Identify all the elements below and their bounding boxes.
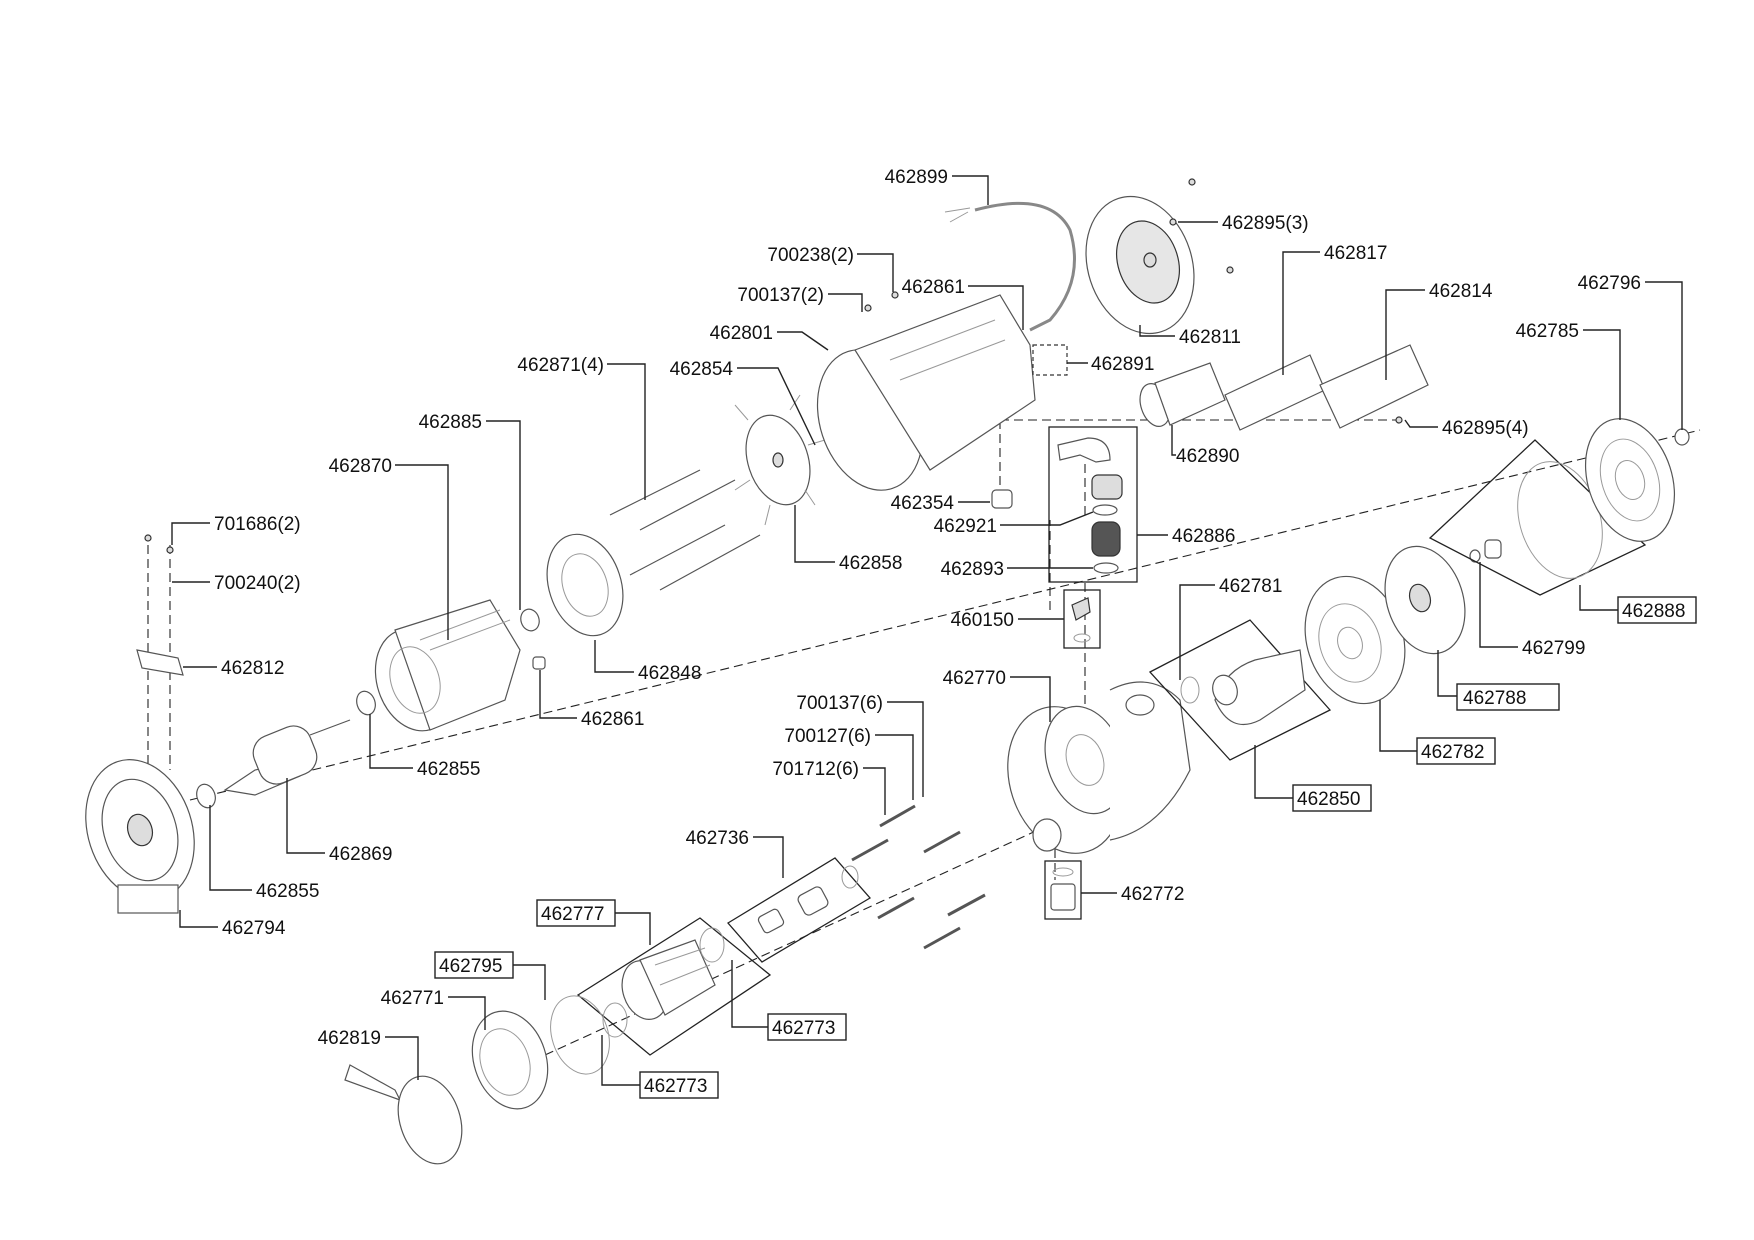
- oring-462885-part: [520, 608, 540, 632]
- part-labels: 462899 462895(3) 700238(2) 462817 462861…: [214, 167, 1685, 1097]
- label-462890: 462890: [1176, 446, 1239, 467]
- label-462773-a: 462773: [772, 1018, 835, 1039]
- label-462812: 462812: [221, 658, 284, 679]
- tie-rods-part: [609, 469, 761, 591]
- filter-cover-part: [471, 1010, 549, 1110]
- label-462895-3: 462895(3): [1222, 213, 1309, 234]
- label-462855-b: 462855: [256, 881, 319, 902]
- label-460150: 460150: [951, 610, 1014, 631]
- label-462773-b: 462773: [644, 1076, 707, 1097]
- label-462811: 462811: [1179, 327, 1241, 348]
- label-462801: 462801: [710, 323, 773, 344]
- label-462848: 462848: [638, 663, 701, 684]
- label-700240-2: 700240(2): [214, 573, 301, 594]
- oring-462773-b-part: [602, 1002, 628, 1038]
- oring-462781-part: [1180, 676, 1200, 704]
- group-box-462777: [576, 917, 772, 1056]
- plate-462817-part: [1224, 354, 1326, 431]
- label-462858: 462858: [839, 553, 902, 574]
- capacitor-part: [1139, 362, 1226, 427]
- label-462861-mid: 462861: [581, 709, 644, 730]
- group-box-462888: [1428, 439, 1647, 596]
- label-462777: 462777: [541, 904, 604, 925]
- label-462893: 462893: [941, 559, 1004, 580]
- rotor-part: [223, 719, 351, 796]
- stator-part: [374, 599, 521, 732]
- label-462921: 462921: [934, 516, 997, 537]
- end-shield-part: [546, 533, 624, 637]
- wrench-part: [344, 1064, 463, 1165]
- bushing-462861-part: [532, 656, 546, 670]
- label-701712-6: 701712(6): [772, 759, 859, 780]
- label-462888: 462888: [1622, 601, 1685, 622]
- label-462785: 462785: [1516, 321, 1579, 342]
- leader-lines: [171, 175, 1683, 1086]
- label-700137-6: 700137(6): [796, 693, 883, 714]
- label-462817: 462817: [1324, 243, 1387, 264]
- bolts-part: [851, 804, 986, 950]
- part-drawings: [85, 178, 1690, 1165]
- label-462885: 462885: [419, 412, 482, 433]
- bearing-left-part: [196, 783, 216, 809]
- label-700238: 700238(2): [767, 245, 854, 266]
- pump-housing-part: [1007, 681, 1191, 854]
- label-boxes: [434, 596, 1697, 1099]
- label-462796: 462796: [1578, 273, 1641, 294]
- label-462870: 462870: [329, 456, 392, 477]
- label-462736: 462736: [686, 828, 749, 849]
- label-462854: 462854: [670, 359, 734, 380]
- motor-housing-part: [816, 294, 1036, 491]
- label-700137-2: 700137(2): [737, 285, 824, 306]
- label-462788: 462788: [1463, 688, 1526, 709]
- label-462795: 462795: [439, 956, 502, 977]
- label-462895-4: 462895(4): [1442, 418, 1529, 439]
- label-700127-6: 700127(6): [784, 726, 871, 747]
- valve-462736-part: [757, 865, 859, 934]
- label-462899: 462899: [885, 167, 948, 188]
- elbow-fitting-part: [1057, 437, 1123, 574]
- disc-462788-part: [1384, 545, 1466, 655]
- group-box-462886: [1048, 426, 1138, 583]
- terminal-cover-part: [1085, 195, 1195, 335]
- label-462886: 462886: [1172, 526, 1235, 547]
- seal-462888-part: [1484, 539, 1502, 559]
- label-462861-top: 462861: [902, 277, 965, 298]
- group-box-462850: [1148, 619, 1332, 761]
- cover-plate-462785-part: [1584, 418, 1676, 542]
- label-462869: 462869: [329, 844, 392, 865]
- label-462814: 462814: [1429, 281, 1493, 302]
- label-462855-a: 462855: [417, 759, 480, 780]
- screw-group-462891: [1032, 344, 1068, 376]
- rear-flange-part: [85, 759, 195, 914]
- label-462819: 462819: [318, 1028, 381, 1049]
- label-462771: 462771: [381, 988, 444, 1009]
- cable-part: [974, 201, 1076, 332]
- label-462772: 462772: [1121, 884, 1184, 905]
- cover-462814-part: [1319, 344, 1429, 429]
- label-462782: 462782: [1421, 742, 1484, 763]
- fan-part: [734, 394, 826, 526]
- label-462781: 462781: [1219, 576, 1282, 597]
- label-462871-4: 462871(4): [517, 355, 604, 376]
- label-462770: 462770: [943, 668, 1006, 689]
- label-462850: 462850: [1297, 789, 1360, 810]
- label-462799: 462799: [1522, 638, 1585, 659]
- bearing-right-part: [356, 690, 376, 716]
- label-462891: 462891: [1091, 354, 1154, 375]
- group-box-462736: [727, 857, 872, 963]
- cap-462354-part: [991, 489, 1013, 509]
- bracket-462812-part: [136, 649, 184, 676]
- group-box-462772: [1044, 860, 1082, 920]
- cap-462796-part: [1674, 428, 1690, 446]
- oring-462795-part: [550, 995, 610, 1075]
- label-462354: 462354: [891, 493, 955, 514]
- label-701686-2: 701686(2): [214, 514, 301, 535]
- filter-462777-part: [621, 939, 716, 1020]
- diffuser-part: [1212, 649, 1306, 726]
- group-box-460150: [1063, 589, 1101, 649]
- oring-462773-a-part: [699, 927, 725, 963]
- label-462794: 462794: [222, 918, 286, 939]
